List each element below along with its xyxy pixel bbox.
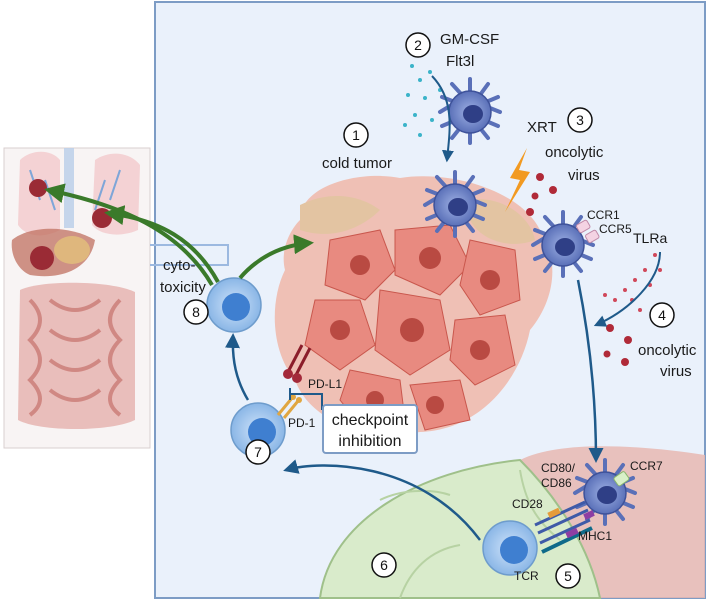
- tumor-icon: [274, 175, 553, 434]
- checkpoint-box: [322, 404, 418, 454]
- oncolytic-virus-3-line2: virus: [568, 167, 600, 184]
- arrow-gmcsf-to-tumor: [431, 75, 454, 163]
- ccr5-label: CCR5: [599, 222, 632, 236]
- step-marker-8: 8: [183, 299, 209, 325]
- oncolytic-virus-4-line2: virus: [660, 363, 692, 380]
- gmcsf-dots: [403, 64, 442, 137]
- arrow-tlra: [593, 251, 661, 327]
- arrow-cytotoxicity-tumor: [238, 234, 314, 280]
- ccr5-receptor: [585, 229, 600, 244]
- gmcsf-label: GM-CSF: [440, 31, 499, 48]
- ccr7-label: CCR7: [630, 459, 663, 473]
- mhc1-label: MHC1: [578, 529, 612, 543]
- svg-text:8: 8: [192, 304, 200, 320]
- inhibition-bar: [289, 388, 323, 410]
- pd-l1-molecule: [283, 344, 312, 383]
- t-cell-icon: [482, 520, 538, 576]
- dendritic-cell-icon: [423, 170, 487, 238]
- oncolytic-virus-4-line1: oncolytic: [638, 342, 697, 359]
- cytotoxicity-line1: cyto-: [163, 257, 196, 274]
- arrow-tcell-exit: [283, 459, 481, 541]
- svg-text:4: 4: [658, 307, 666, 323]
- oncolytic-virus-3-line1: oncolytic: [545, 144, 604, 161]
- ccr1-label: CCR1: [587, 208, 620, 222]
- synapse-receptors: [534, 500, 595, 554]
- cd80-label-line2: CD86: [541, 476, 572, 490]
- lightning-icon: [505, 148, 530, 212]
- step-marker-5: 5: [555, 563, 581, 589]
- checkpoint-line2: inhibition: [338, 433, 401, 450]
- step-marker-1: 1: [343, 122, 369, 148]
- cd28-label: CD28: [512, 497, 543, 511]
- body-organs-icon: [3, 147, 151, 449]
- cd80-label-line1: CD80/: [541, 461, 576, 475]
- svg-text:1: 1: [352, 127, 360, 143]
- step-marker-6: 6: [371, 552, 397, 578]
- cold-tumor-label: cold tumor: [322, 155, 392, 172]
- svg-text:3: 3: [576, 112, 584, 128]
- svg-text:6: 6: [380, 557, 388, 573]
- cytotoxicity-line2: toxicity: [160, 279, 206, 296]
- dendritic-cell-icon: [531, 210, 595, 278]
- pd-1-molecule: [276, 394, 302, 419]
- pd-1-label: PD-1: [288, 416, 316, 430]
- svg-text:5: 5: [564, 568, 572, 584]
- arrow-cytotoxicity-liver: [104, 205, 220, 283]
- tcr-label: TCR: [514, 569, 539, 583]
- arrow-dc-to-lymph-node: [576, 279, 604, 463]
- step-marker-7: 7: [245, 439, 271, 465]
- tlra-label: TLRa: [633, 230, 667, 246]
- step-marker-3: 3: [567, 107, 593, 133]
- step-marker-4: 4: [649, 302, 675, 328]
- liver-shape: [520, 446, 705, 598]
- t-cell-icon: [206, 277, 262, 333]
- checkpoint-line1: checkpoint: [332, 412, 409, 429]
- pd-l1-label: PD-L1: [308, 377, 342, 391]
- ccr7-receptor: [613, 471, 630, 487]
- svg-text:7: 7: [254, 444, 262, 460]
- xrt-label: XRT: [527, 119, 557, 136]
- arrow-tcell-to-effector: [225, 333, 250, 401]
- svg-text:2: 2: [414, 37, 422, 53]
- lymph-node-veins: [379, 469, 561, 599]
- ccr1-receptor: [576, 219, 591, 234]
- flt3l-label: Flt3l: [446, 53, 474, 70]
- virus-icon: [526, 173, 632, 366]
- step-marker-2: 2: [405, 32, 431, 58]
- t-cell-icon: [230, 402, 286, 458]
- tlra-dots: [603, 253, 662, 312]
